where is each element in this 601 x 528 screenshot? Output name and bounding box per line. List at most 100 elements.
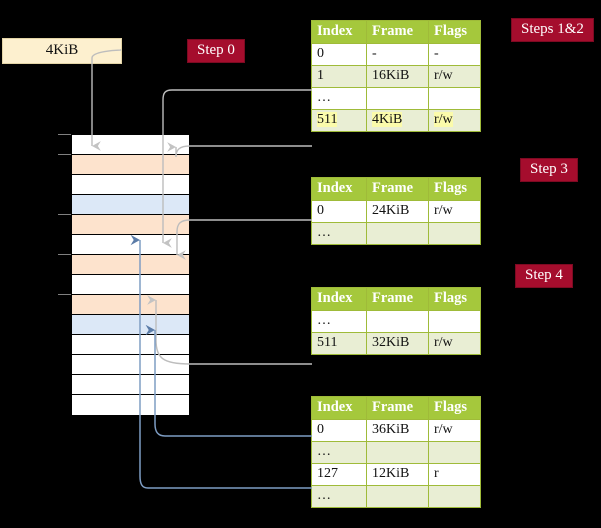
column-header-frame: Frame	[366, 396, 429, 420]
wire-t1-row1-arrow	[167, 142, 312, 158]
memory-frame-13	[72, 395, 189, 415]
cell-frame: 32KiB	[366, 332, 429, 355]
memory-frame-8	[72, 295, 189, 315]
memory-frame-12	[72, 375, 189, 395]
memory-frame-11	[72, 355, 189, 375]
memory-tick-6	[58, 254, 71, 255]
highlighted-value: 4KiB	[372, 112, 403, 127]
cell-flags: r/w	[428, 332, 481, 355]
cell-flags: r	[428, 463, 481, 486]
cell-index: …	[311, 87, 367, 110]
cell-index: 511	[311, 109, 367, 132]
allocation-request-box: 4KiB	[2, 38, 122, 64]
memory-frame-4	[72, 215, 189, 235]
memory-frame-9	[72, 315, 189, 335]
cell-index: 0	[311, 200, 367, 223]
cell-index: 127	[311, 463, 367, 486]
wire-t1-row1	[175, 146, 312, 157]
table-row: …	[311, 87, 481, 110]
cell-frame	[366, 87, 429, 110]
memory-frame-0	[72, 135, 189, 155]
column-header-flags: Flags	[428, 396, 481, 420]
cell-index: 511	[311, 332, 367, 355]
cell-index: 1	[311, 65, 367, 88]
cell-flags	[428, 310, 481, 333]
badge-steps-1-2: Steps 1&2	[512, 19, 593, 41]
allocation-request-label: 4KiB	[45, 42, 79, 58]
column-header-index: Index	[311, 396, 367, 420]
memory-frame-7	[72, 275, 189, 295]
cell-flags	[428, 87, 481, 110]
cell-frame: 4KiB	[366, 109, 429, 132]
column-header-flags: Flags	[428, 177, 481, 201]
column-header-index: Index	[311, 20, 367, 44]
cell-index: …	[311, 485, 367, 508]
cell-frame: 16KiB	[366, 65, 429, 88]
column-header-index: Index	[311, 287, 367, 311]
cell-flags: r/w	[428, 419, 481, 442]
column-header-frame: Frame	[366, 177, 429, 201]
ellipsis: …	[317, 488, 332, 503]
memory-tick-0	[58, 134, 71, 135]
column-header-frame: Frame	[366, 20, 429, 44]
cell-frame: 24KiB	[366, 200, 429, 223]
column-header-frame: Frame	[366, 287, 429, 311]
cell-flags: r/w	[428, 65, 481, 88]
ellipsis: …	[317, 444, 332, 459]
wire-t2-row0	[176, 219, 312, 260]
wire-request-down	[91, 49, 122, 151]
table-row: 0--	[311, 43, 481, 66]
column-header-flags: Flags	[428, 287, 481, 311]
highlighted-value: 511	[317, 112, 338, 127]
memory-tick-1	[58, 154, 71, 155]
memory-frame-2	[72, 175, 189, 195]
cell-frame: 36KiB	[366, 419, 429, 442]
cell-frame: 12KiB	[366, 463, 429, 486]
cell-flags	[428, 222, 481, 245]
cell-flags: r/w	[428, 200, 481, 223]
table-row: …	[311, 485, 481, 508]
table-row: …	[311, 441, 481, 464]
memory-frame-1	[72, 155, 189, 175]
memory-frame-10	[72, 335, 189, 355]
ellipsis: …	[317, 313, 332, 328]
table-row: 511 4KiB r/w	[311, 109, 481, 132]
memory-frame-6	[72, 255, 189, 275]
ellipsis: …	[317, 90, 332, 105]
badge-step-4: Step 4	[516, 265, 572, 287]
cell-index: …	[311, 222, 367, 245]
physical-memory-column	[71, 134, 190, 415]
memory-frame-5	[72, 235, 189, 255]
highlighted-value: r/w	[434, 112, 453, 127]
cell-index: 0	[311, 419, 367, 442]
cell-frame	[366, 222, 429, 245]
column-header-flags: Flags	[428, 20, 481, 44]
ellipsis: …	[317, 225, 332, 240]
badge-step-4-label: Step 4	[525, 267, 563, 283]
badge-steps-1-2-label: Steps 1&2	[521, 21, 584, 37]
memory-tick-4	[58, 214, 71, 215]
cell-flags: -	[428, 43, 481, 66]
cell-frame	[366, 310, 429, 333]
cell-frame: -	[366, 43, 429, 66]
wire-request-to-memory	[120, 50, 127, 146]
table-row: …	[311, 310, 481, 333]
cell-index: 0	[311, 43, 367, 66]
cell-flags	[428, 441, 481, 464]
badge-step-0: Step 0	[188, 40, 244, 62]
table-row: …	[311, 222, 481, 245]
cell-index: …	[311, 441, 367, 464]
badge-step-0-label: Step 0	[197, 42, 235, 58]
badge-step-3-label: Step 3	[530, 161, 568, 177]
memory-tick-8	[58, 294, 71, 295]
